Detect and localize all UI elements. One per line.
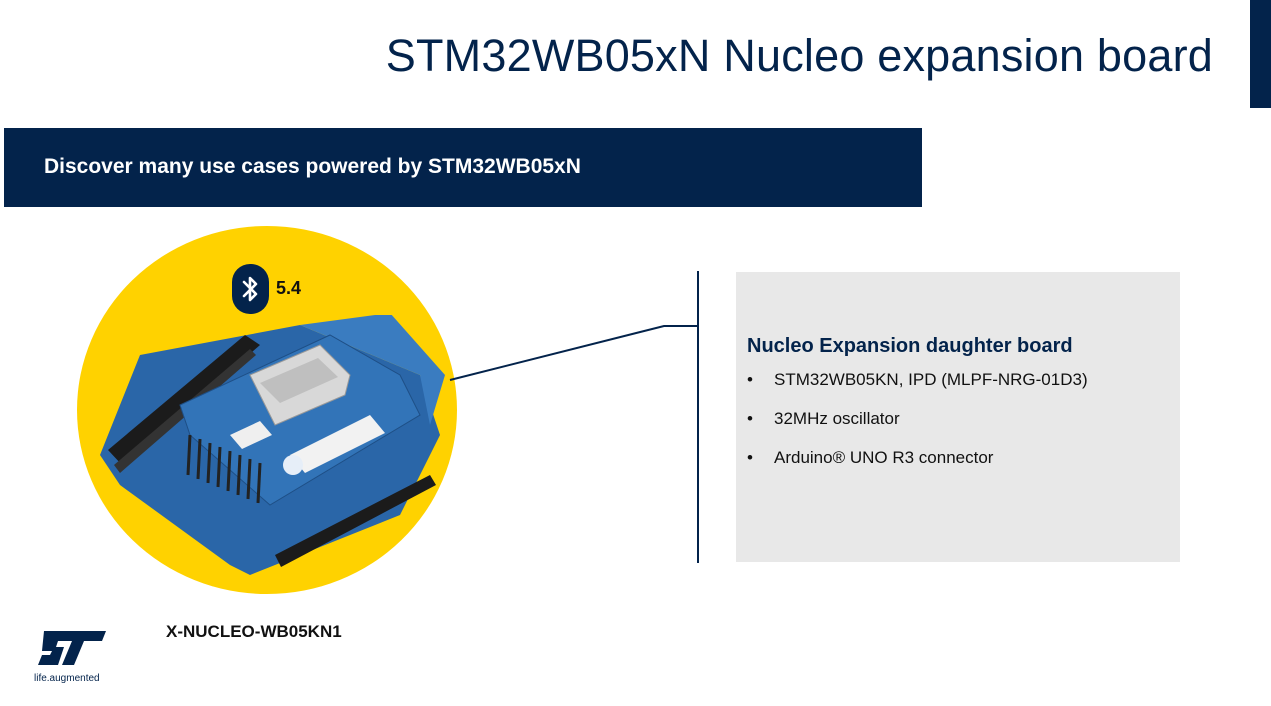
list-item: • STM32WB05KN, IPD (MLPF-NRG-01D3) (747, 370, 1088, 409)
info-heading: Nucleo Expansion daughter board (747, 335, 1073, 357)
info-box: Nucleo Expansion daughter board • STM32WB… (736, 272, 1180, 562)
st-logo: life.augmented (34, 627, 116, 687)
bullet-icon: • (747, 448, 753, 467)
banner-text: Discover many use cases powered by STM32… (44, 155, 581, 178)
list-item: • Arduino® UNO R3 connector (747, 448, 1088, 487)
bluetooth-badge (232, 264, 269, 314)
banner: Discover many use cases powered by STM32… (4, 128, 922, 207)
list-item-text: Arduino® UNO R3 connector (774, 448, 994, 467)
bullet-icon: • (747, 370, 753, 389)
expansion-board-image (100, 315, 445, 575)
info-list: • STM32WB05KN, IPD (MLPF-NRG-01D3) • 32MHz… (747, 370, 1088, 487)
connector-line (449, 271, 699, 563)
list-item: • 32MHz oscillator (747, 409, 1088, 448)
accent-bar (1250, 0, 1271, 108)
bluetooth-version: 5.4 (276, 278, 302, 298)
bluetooth-icon (242, 276, 257, 302)
list-item-text: 32MHz oscillator (774, 409, 900, 428)
list-item-text: STM32WB05KN, IPD (MLPF-NRG-01D3) (774, 370, 1088, 389)
bullet-icon: • (747, 409, 753, 428)
logo-tagline: life.augmented (34, 673, 100, 684)
page-title: STM32WB05xN Nucleo expansion board (385, 30, 1213, 81)
st-logo-icon (38, 631, 106, 665)
board-caption: X-NUCLEO-WB05KN1 (166, 622, 342, 641)
